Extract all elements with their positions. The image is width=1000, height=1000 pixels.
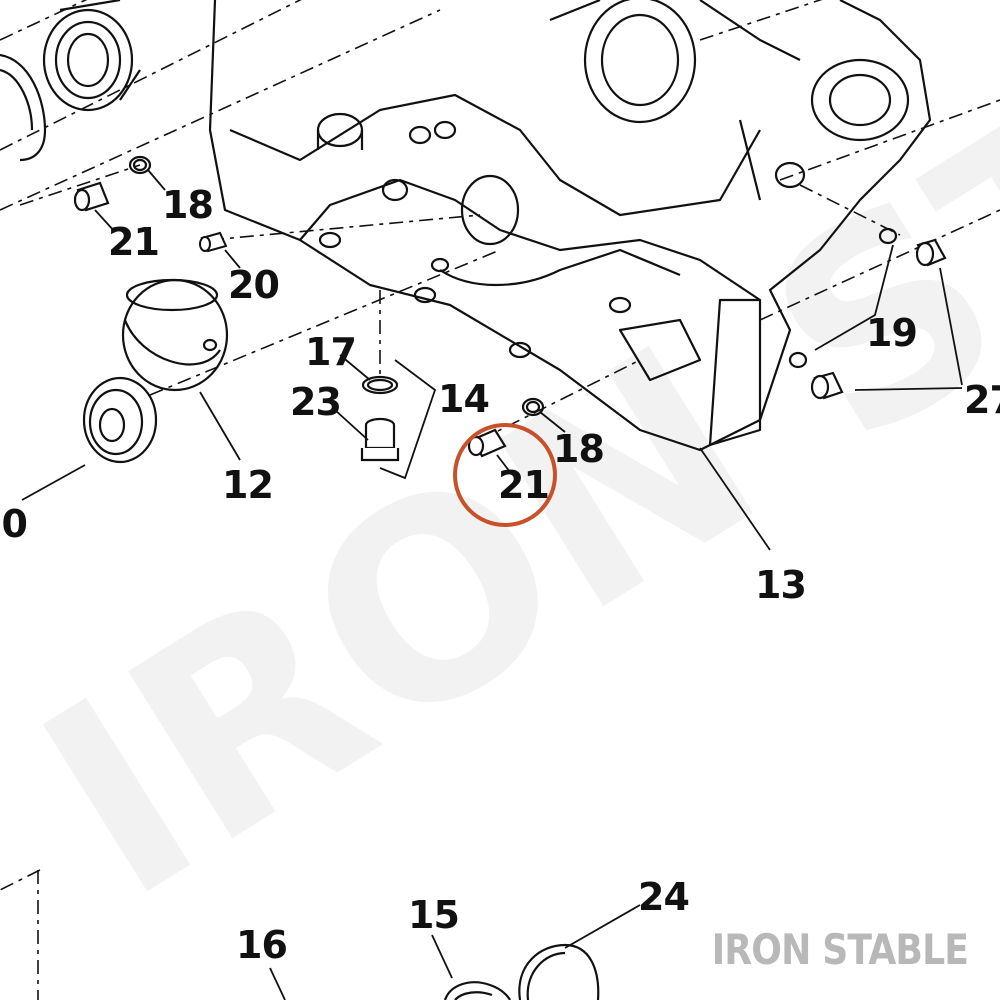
bushing-27-upper — [915, 238, 947, 267]
callout-14: 14 — [438, 377, 489, 421]
snap-ring-24 — [518, 943, 600, 1000]
bearing-top-left — [42, 0, 141, 112]
brand-label: IRON STABLE — [711, 925, 969, 974]
bearing-15 — [443, 981, 511, 1000]
plug-23 — [360, 417, 400, 462]
callout-17: 17 — [305, 330, 356, 374]
callout-27: 27 — [964, 378, 1000, 422]
pin-20 — [199, 231, 228, 253]
oring-19-lower — [788, 351, 808, 369]
bushing-12 — [121, 278, 229, 392]
callout-18-upper: 18 — [162, 183, 213, 227]
oring-18-lower — [521, 397, 545, 417]
callout-21-highlighted: 21 — [498, 463, 549, 507]
oring-18-upper — [128, 155, 152, 175]
callout-10: 10 — [0, 502, 27, 546]
callout-20: 20 — [228, 263, 279, 307]
highlight-circle — [453, 423, 557, 527]
callout-13: 13 — [755, 563, 806, 607]
dowel-21-upper — [73, 181, 110, 212]
callout-24: 24 — [638, 875, 689, 919]
bearing-10 — [82, 376, 158, 464]
callout-12: 12 — [222, 463, 273, 507]
crankcase-half — [208, 0, 932, 452]
callout-21-upper: 21 — [108, 220, 159, 264]
oring-19-upper — [878, 227, 898, 245]
callout-23: 23 — [290, 380, 341, 424]
dowel-21-highlighted — [467, 428, 507, 458]
callout-labels: 18 21 20 17 23 14 12 10 18 21 13 19 27 1… — [0, 183, 1000, 967]
callout-16: 16 — [236, 923, 287, 967]
leader-lines — [21, 169, 963, 1000]
bushing-27-lower — [810, 371, 844, 400]
callout-15: 15 — [408, 893, 459, 937]
callout-19: 19 — [866, 311, 917, 355]
ring-top-left — [0, 53, 47, 162]
oring-17 — [361, 375, 399, 395]
callout-18-lower: 18 — [553, 427, 604, 471]
